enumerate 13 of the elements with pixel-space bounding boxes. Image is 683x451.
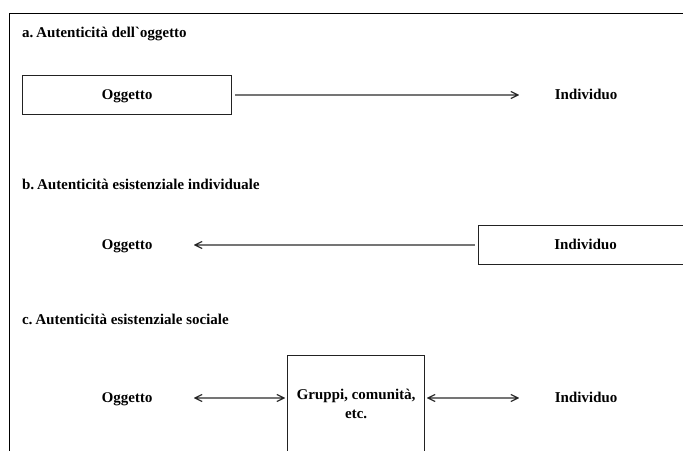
section-heading: b. Autenticità esistenziale individuale — [22, 177, 260, 194]
section-heading: c. Autenticità esistenziale sociale — [22, 312, 229, 329]
concept-box — [287, 355, 425, 451]
section-heading: a. Autenticità dell`oggetto — [22, 25, 187, 42]
concept-box — [478, 225, 683, 265]
arrow — [194, 394, 285, 402]
arrow — [427, 394, 519, 402]
arrow — [194, 240, 475, 250]
box-text: Gruppi, comunità, etc. — [296, 386, 416, 424]
box-text: Oggetto — [102, 86, 152, 104]
box-text: Individuo — [554, 236, 617, 254]
arrow — [235, 90, 519, 100]
concept-box — [22, 75, 232, 115]
